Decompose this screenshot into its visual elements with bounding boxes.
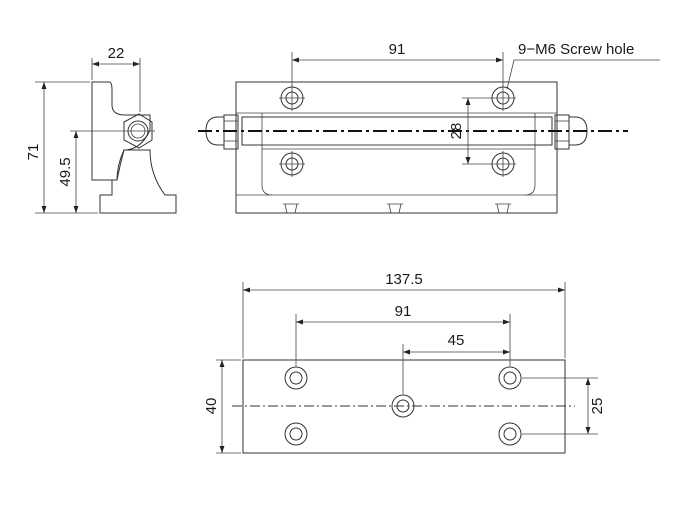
top-overall-length-dimension: 137.5 [385,271,423,288]
side-height-dimension: 71 [25,144,42,161]
front-view: 91 28 9−M6 Screw hole [198,41,660,214]
front-screw-hole [279,151,305,177]
front-row-spacing-dimension: 28 [448,123,465,140]
front-screw-hole [490,151,516,177]
top-half-spacing-dimension: 45 [448,332,465,349]
top-hole-spacing-dimension: 91 [395,303,412,320]
side-width-dimension: 22 [108,45,125,62]
front-screw-hole [279,85,305,111]
side-view: 22 71 49.5 [25,45,177,214]
top-screw-hole [498,422,522,446]
top-screw-hole [391,394,415,418]
hex-nut [123,113,153,149]
front-hole-spacing-dimension: 91 [389,41,406,58]
top-width-dimension: 40 [203,398,220,415]
screw-hole-callout: 9−M6 Screw hole [518,41,634,58]
top-screw-hole [284,366,308,390]
top-view: 137.5 91 45 40 25 [203,271,606,454]
top-screw-hole [498,366,522,390]
front-screw-hole [490,85,516,111]
side-axis-height-dimension: 49.5 [57,157,74,186]
top-screw-hole [284,422,308,446]
top-row-spacing-dimension: 25 [589,398,606,415]
